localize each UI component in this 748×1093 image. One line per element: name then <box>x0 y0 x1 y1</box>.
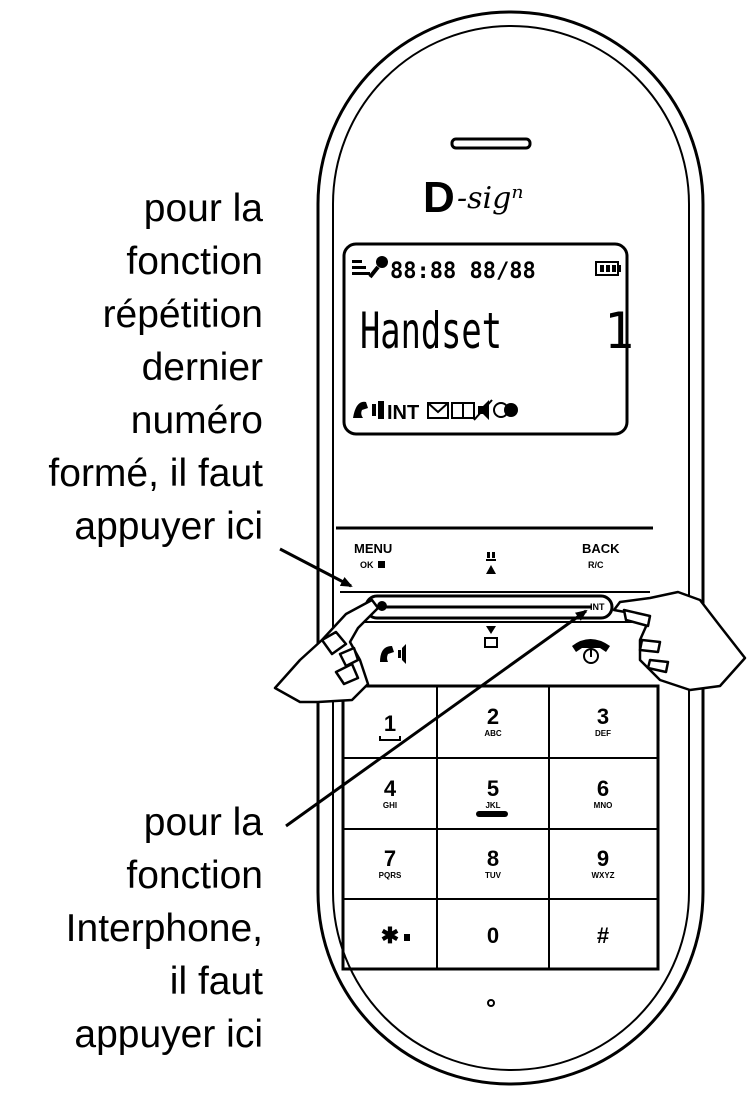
intercom-button[interactable]: INT <box>590 602 605 612</box>
keypad-key-letters: ABC <box>484 729 502 738</box>
keypad-key-digit: 8 <box>487 846 499 871</box>
signal-icon <box>352 260 370 275</box>
keypad-key-digit: 0 <box>487 923 499 948</box>
intercom-annotation-line: pour la <box>143 801 263 844</box>
redial-arrow <box>279 547 353 588</box>
key-5-bump <box>476 811 508 817</box>
right-hand-illustration <box>612 590 747 692</box>
brand-logo-letter: D <box>423 173 455 222</box>
redial-annotation-line: formé, il faut <box>48 452 263 495</box>
voicemail-glyph <box>379 736 401 741</box>
keypad-key-digit: 9 <box>597 846 609 871</box>
lcd-main-text: Handset <box>360 302 502 360</box>
call-key-icon[interactable] <box>380 644 406 664</box>
lcd-mute-icon <box>473 399 493 421</box>
keypad-key-letters: DEF <box>595 729 611 738</box>
keypad-key-letters: JKL <box>485 801 500 810</box>
keypad-key-digit: ✱ <box>381 923 399 948</box>
key-icon <box>368 256 388 279</box>
back-key-label: BACK <box>582 541 620 556</box>
keypad-key-digit: 1 <box>384 711 396 736</box>
intercom-arrow <box>285 609 588 828</box>
keypad-key-11[interactable]: 0 <box>487 923 499 948</box>
brand-logo-rest: -sigⁿ <box>457 181 524 216</box>
lcd-display <box>342 242 629 436</box>
keypad-key-letters: TUV <box>485 871 502 880</box>
intercom-annotation-line: il faut <box>169 960 263 1003</box>
lcd-status-digits: 88:88 88/88 <box>390 259 536 284</box>
redial-annotation: pour la fonction répétition dernier numé… <box>48 182 263 553</box>
lcd-handset-number: 1 <box>604 302 634 360</box>
handset-body-inner <box>332 25 690 1071</box>
earpiece-slot <box>450 137 532 150</box>
intercom-annotation-line: Interphone, <box>65 907 263 950</box>
lcd-eco-icon <box>493 402 518 418</box>
keypad-key-digit: 2 <box>487 704 499 729</box>
redial-button[interactable] <box>377 601 387 611</box>
battery-icon <box>595 261 621 276</box>
keypad-grid <box>341 684 660 971</box>
keypad-key-digit: 4 <box>384 776 397 801</box>
keypad-key-1[interactable]: 1 <box>384 711 396 736</box>
keypad-key-letters: WXYZ <box>591 871 614 880</box>
lock-glyph <box>404 934 410 941</box>
keypad-key-10[interactable]: ✱ <box>381 923 399 948</box>
menu-key-glyph <box>378 561 385 568</box>
menu-key-sub: OK <box>360 560 374 570</box>
lcd-phone-icon <box>353 401 368 418</box>
hangup-key-icon[interactable] <box>572 639 610 664</box>
keypad-key-letters: GHI <box>383 801 397 810</box>
microphone-hole <box>487 999 495 1007</box>
keypad-key-digit: 5 <box>487 776 499 801</box>
redial-annotation-line: dernier <box>141 346 263 389</box>
redial-annotation-line: pour la <box>143 187 263 230</box>
lcd-phonebook-icon <box>451 402 475 419</box>
lcd-int-label: INT <box>387 402 419 424</box>
keypad-key-12[interactable]: # <box>597 923 609 948</box>
keypad-key-digit: 3 <box>597 704 609 729</box>
nav-down-icon <box>484 626 498 648</box>
lcd-speaker-icon <box>372 401 384 419</box>
redial-annotation-line: fonction <box>126 240 263 283</box>
left-hand-illustration <box>273 598 380 704</box>
keypad-key-digit: 7 <box>384 846 396 871</box>
redial-annotation-line: répétition <box>102 293 263 336</box>
keypad-key-digit: 6 <box>597 776 609 801</box>
nav-up-icon <box>486 552 496 574</box>
redial-annotation-line: numéro <box>130 399 263 442</box>
back-key-sub: R/C <box>588 560 604 570</box>
keypad-key-letters: PQRS <box>379 871 402 880</box>
redial-annotation-line: appuyer ici <box>74 505 263 548</box>
intercom-annotation-line: fonction <box>126 854 263 897</box>
keypad-key-letters: MNO <box>594 801 613 810</box>
intercom-annotation: pour la fonction Interphone, il faut app… <box>66 796 263 1061</box>
intercom-annotation-line: appuyer ici <box>74 1013 263 1056</box>
keypad-key-digit: # <box>597 923 609 948</box>
menu-key-label: MENU <box>354 541 392 556</box>
